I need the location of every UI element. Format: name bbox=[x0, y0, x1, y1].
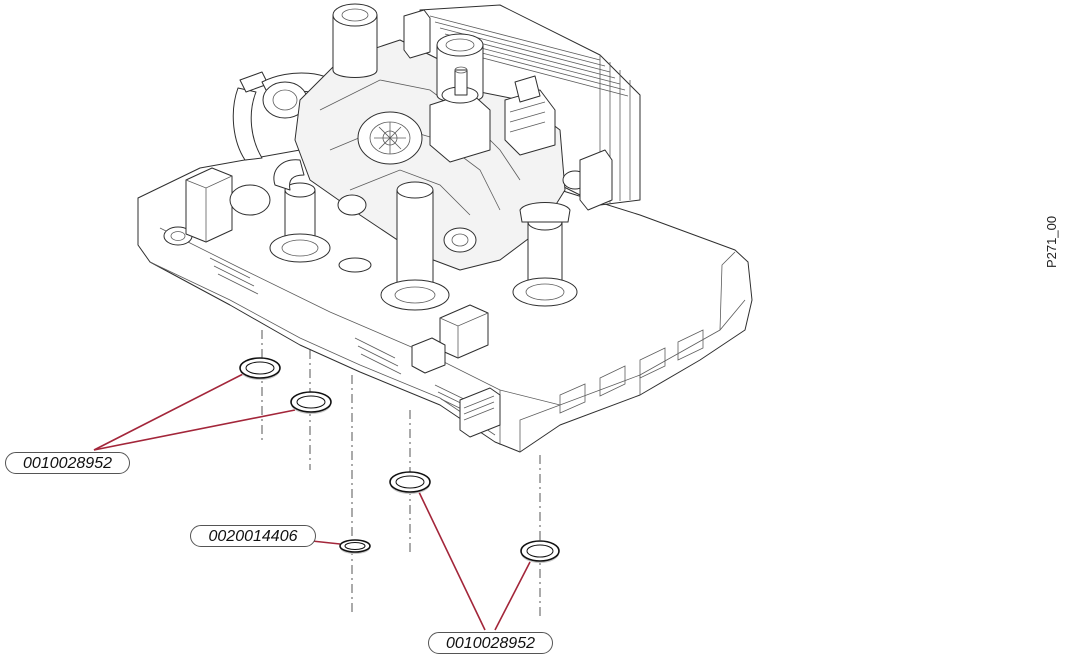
leader-lines bbox=[93, 371, 531, 631]
o-ring-left-front bbox=[290, 391, 332, 414]
hydraulic-block-assembly bbox=[137, 3, 753, 453]
o-ring-center bbox=[389, 471, 431, 494]
o-ring-small bbox=[339, 539, 371, 554]
o-ring-right bbox=[520, 540, 560, 563]
part-number-callout-bottom: 0010028952 bbox=[428, 632, 553, 654]
o-ring-left-rear bbox=[239, 357, 281, 380]
part-number-callout-middle: 0020014406 bbox=[190, 525, 316, 547]
part-number-callout-upper-left: 0010028952 bbox=[5, 452, 130, 474]
figure-id-label: P271_00 bbox=[1044, 215, 1059, 268]
